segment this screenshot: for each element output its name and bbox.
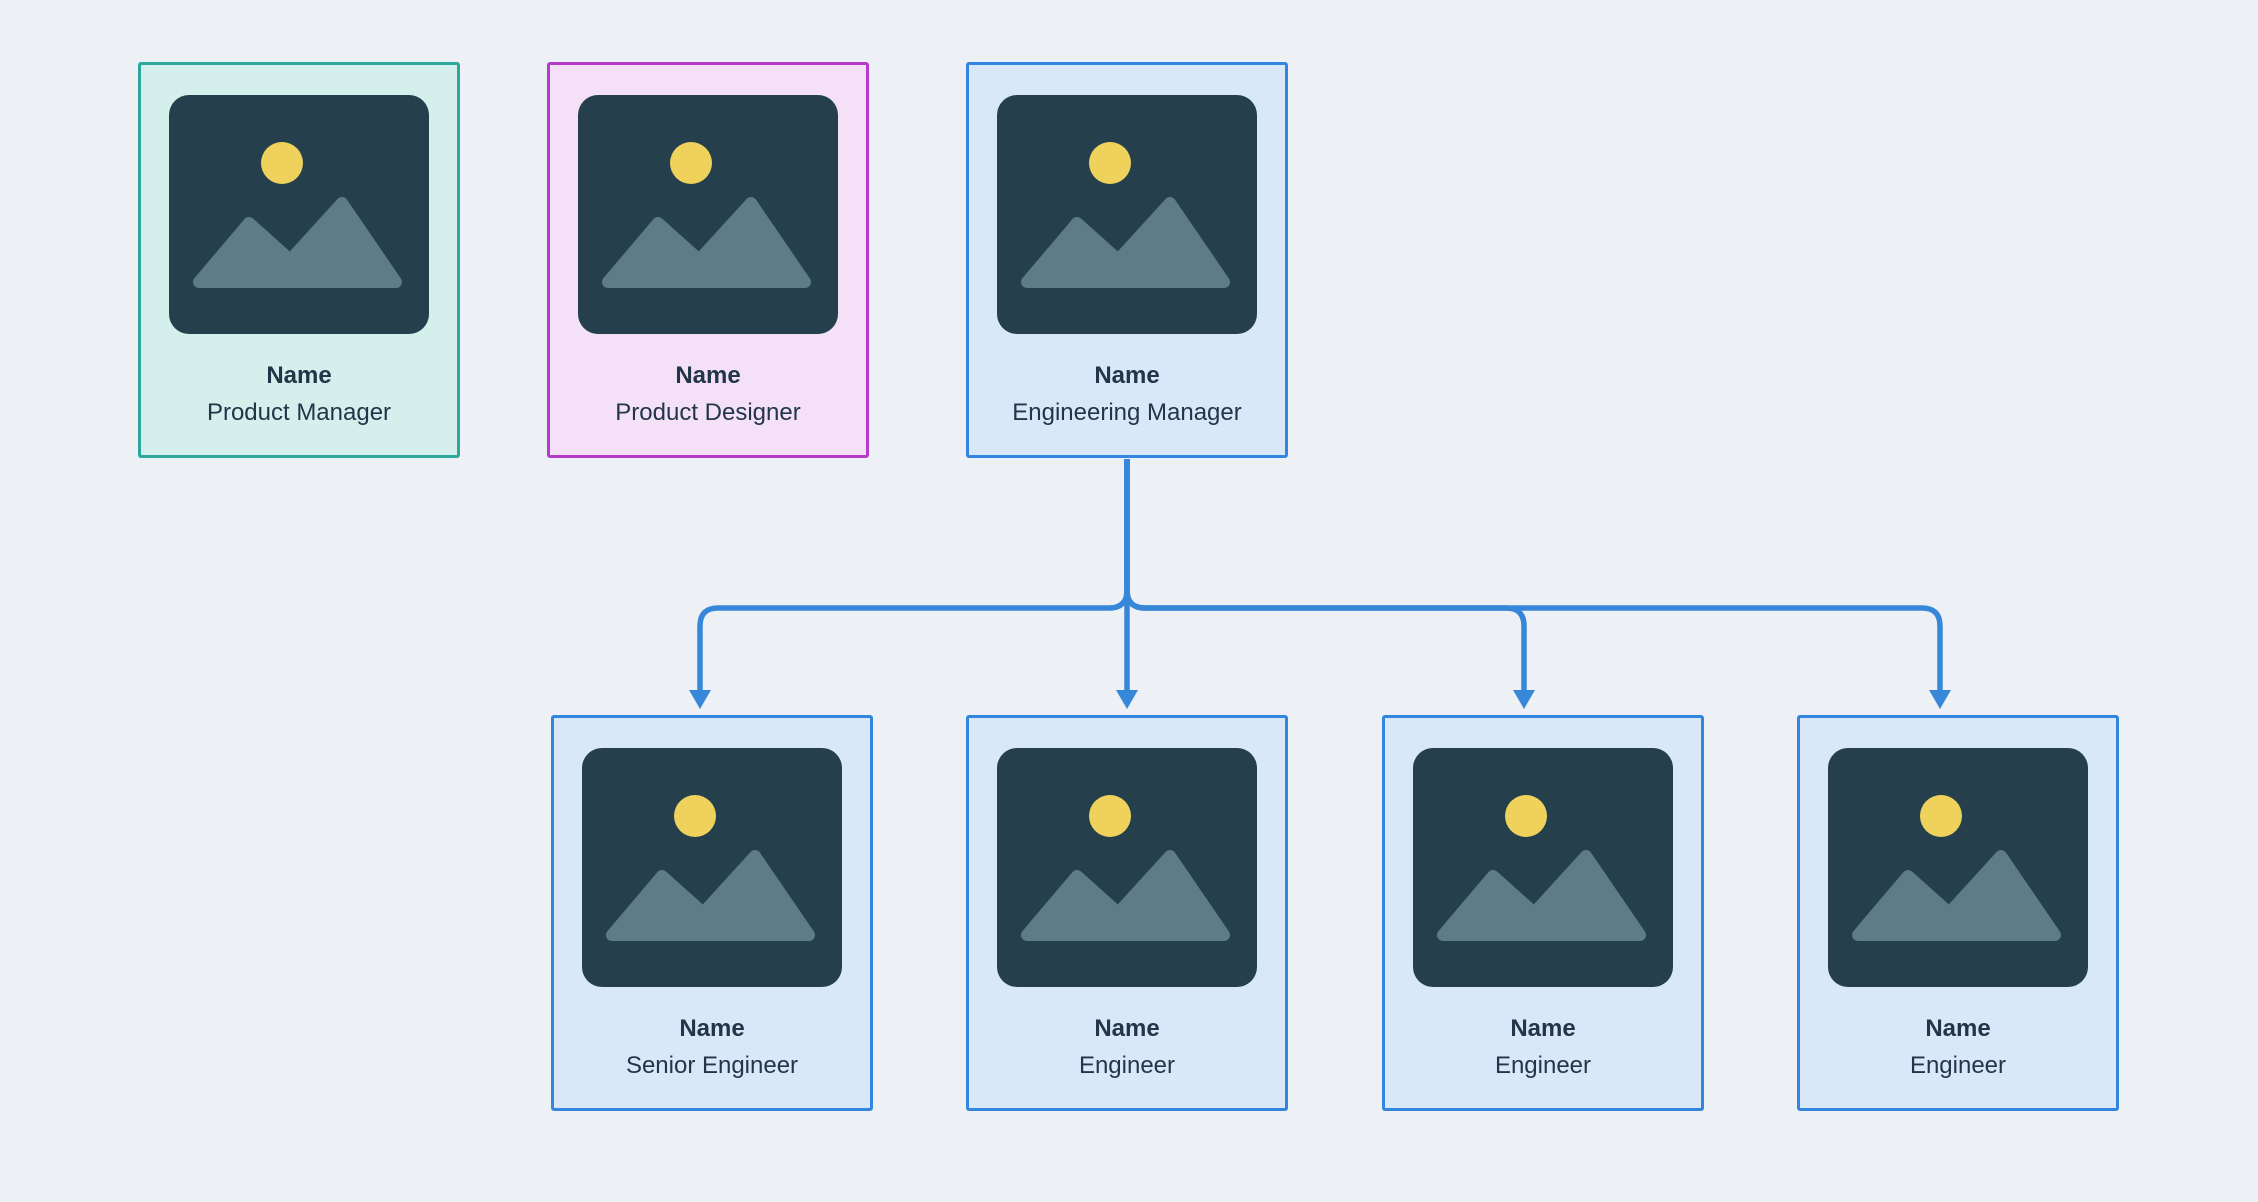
arrowhead-icon — [1929, 690, 1951, 709]
member-role: Product Manager — [206, 398, 392, 426]
member-name: Name — [1094, 1015, 1160, 1042]
image-placeholder-icon — [1437, 795, 1646, 941]
arrowhead-icon — [689, 690, 711, 709]
image-placeholder-icon — [602, 142, 811, 288]
image-placeholder-icon — [1852, 795, 2061, 941]
mountains-icon — [1852, 850, 2061, 941]
mountains-icon — [1437, 850, 1646, 941]
sun-icon — [670, 142, 712, 184]
org-card-engineering-manager[interactable]: Name Engineering Manager — [966, 62, 1288, 458]
arrowhead-icon — [1116, 690, 1138, 709]
sun-icon — [1089, 142, 1131, 184]
mountains-icon — [1021, 850, 1230, 941]
mountains-icon — [193, 197, 402, 288]
org-card-senior-engineer[interactable]: Name Senior Engineer — [551, 715, 873, 1111]
member-role: Engineering Manager — [1012, 398, 1242, 426]
photo-placeholder — [578, 95, 838, 334]
image-placeholder-icon — [1021, 142, 1230, 288]
photo-placeholder — [582, 748, 842, 987]
connector-line — [1124, 459, 1943, 691]
mountains-icon — [1021, 197, 1230, 288]
sun-icon — [674, 795, 716, 837]
member-role: Engineer — [1494, 1051, 1592, 1079]
image-placeholder-icon — [193, 142, 402, 288]
arrowhead-icon — [1513, 690, 1535, 709]
member-role: Engineer — [1078, 1051, 1176, 1079]
sun-icon — [1920, 795, 1962, 837]
member-name: Name — [1094, 362, 1160, 389]
member-name: Name — [1510, 1015, 1576, 1042]
image-placeholder-icon — [606, 795, 815, 941]
member-name: Name — [679, 1015, 745, 1042]
photo-placeholder — [169, 95, 429, 334]
photo-placeholder — [997, 95, 1257, 334]
mountains-icon — [602, 197, 811, 288]
mountains-icon — [606, 850, 815, 941]
sun-icon — [261, 142, 303, 184]
photo-placeholder — [1828, 748, 2088, 987]
member-name: Name — [266, 362, 332, 389]
connector-line — [697, 459, 1130, 691]
image-placeholder-icon — [1021, 795, 1230, 941]
photo-placeholder — [1413, 748, 1673, 987]
connector-line — [1124, 459, 1527, 691]
sun-icon — [1089, 795, 1131, 837]
member-role: Senior Engineer — [625, 1051, 799, 1079]
org-card-engineer-3[interactable]: Name Engineer — [1797, 715, 2119, 1111]
org-card-engineer-2[interactable]: Name Engineer — [1382, 715, 1704, 1111]
member-name: Name — [1925, 1015, 1991, 1042]
photo-placeholder — [997, 748, 1257, 987]
org-card-product-designer[interactable]: Name Product Designer — [547, 62, 869, 458]
member-name: Name — [675, 362, 741, 389]
member-role: Product Designer — [615, 398, 801, 426]
org-card-engineer-1[interactable]: Name Engineer — [966, 715, 1288, 1111]
member-role: Engineer — [1909, 1051, 2007, 1079]
org-card-product-manager[interactable]: Name Product Manager — [138, 62, 460, 458]
sun-icon — [1505, 795, 1547, 837]
